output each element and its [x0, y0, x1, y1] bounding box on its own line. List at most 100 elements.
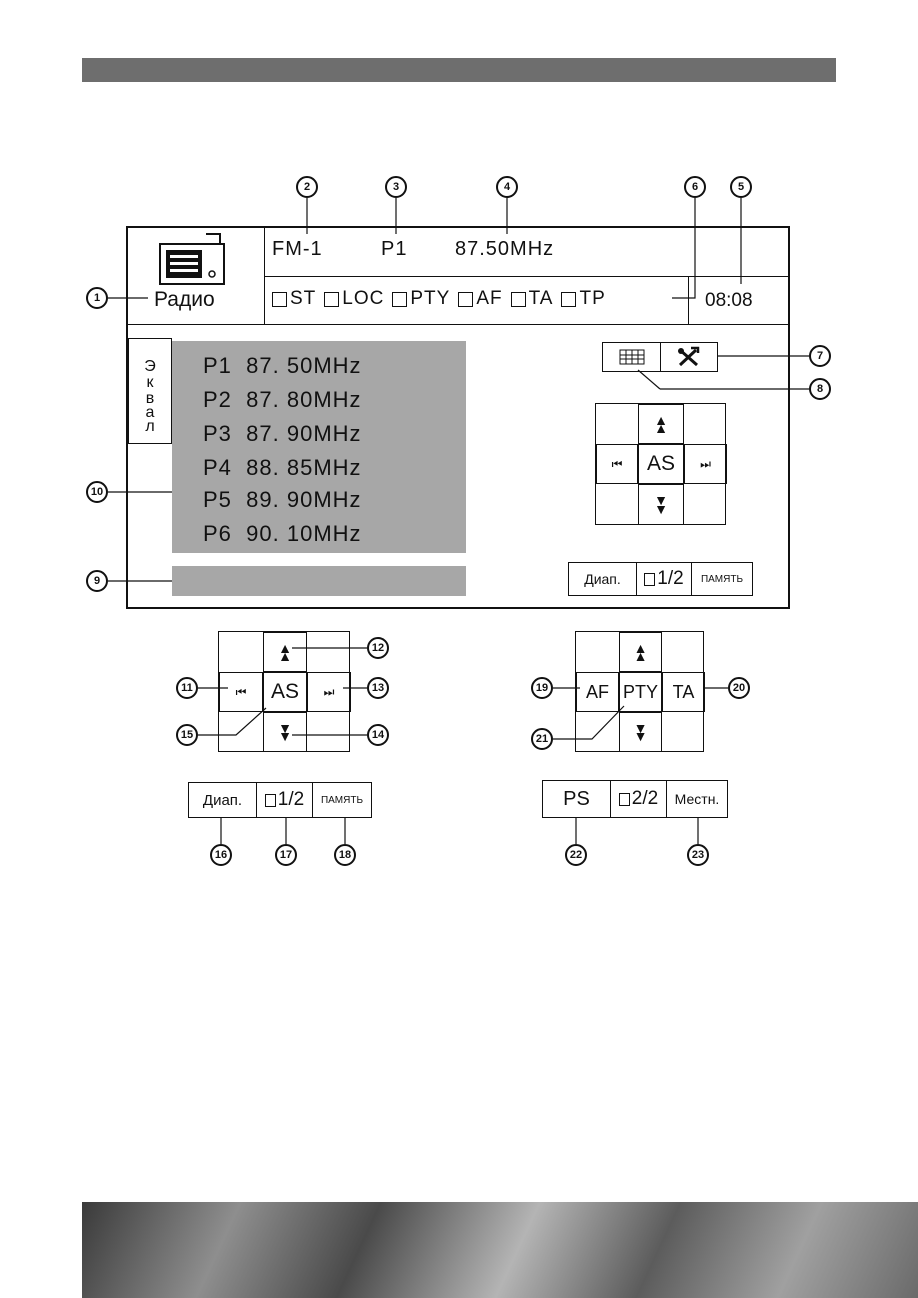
- top-header-bar: [82, 58, 836, 82]
- next-button[interactable]: ⏭: [684, 444, 727, 484]
- detail-seek-up-button[interactable]: ▲▲: [263, 632, 307, 672]
- autostore-button[interactable]: AS: [638, 444, 684, 484]
- callout-6: 6: [684, 176, 706, 198]
- preset-item-p2[interactable]: P2 87. 80MHz: [203, 387, 362, 412]
- callout-22: 22: [565, 844, 587, 866]
- callout-19: 19: [531, 677, 553, 699]
- source-label: Радио: [154, 288, 215, 311]
- page-button[interactable]: 1/2: [637, 563, 692, 595]
- callout-20: 20: [728, 677, 750, 699]
- next-track-icon: ⏭: [700, 456, 711, 471]
- grid-icon: [619, 349, 644, 365]
- detail-page-button[interactable]: 1/2: [257, 783, 313, 817]
- preset-item-p5[interactable]: P5 89. 90MHz: [203, 487, 362, 512]
- seek-down-icon: ▼▼: [278, 719, 292, 744]
- header-vdivider: [264, 228, 265, 324]
- preset-item-p4[interactable]: P4 88. 85MHz: [203, 455, 362, 480]
- indicator-ta: TA: [510, 288, 554, 310]
- clock: 08:08: [705, 290, 753, 311]
- rds-page-button[interactable]: 2/2: [611, 781, 667, 817]
- preset-list: P1 87. 50MHz P2 87. 80MHz P3 87. 90MHz P…: [172, 341, 466, 553]
- seek-down-button[interactable]: ▼▼: [638, 484, 684, 525]
- callout-21: 21: [531, 728, 553, 750]
- local-button[interactable]: Местн.: [674, 791, 720, 807]
- memory-button[interactable]: ПАМЯТЬ: [700, 573, 744, 585]
- indicator-loc: LOC: [324, 288, 384, 310]
- seek-up-icon: ▲▲: [633, 639, 648, 664]
- callout-23: 23: [687, 844, 709, 866]
- preset-item-p6[interactable]: P6 90. 10MHz: [203, 521, 362, 546]
- band-label: FM-1: [272, 238, 323, 260]
- detail-band-button[interactable]: Диап.: [189, 783, 257, 817]
- callout-11: 11: [176, 677, 198, 699]
- callout-5: 5: [730, 176, 752, 198]
- page-icon: [644, 572, 656, 586]
- checkbox-icon: [458, 291, 474, 307]
- pty-button[interactable]: PTY: [619, 672, 662, 712]
- checkbox-icon: [561, 291, 577, 307]
- callout-12: 12: [367, 637, 389, 659]
- equalizer-tab[interactable]: Э к в а л: [128, 338, 172, 444]
- header-mid-divider: [265, 276, 788, 277]
- seek-up-icon: ▲▲: [278, 639, 292, 664]
- indicator-af: AF: [458, 288, 502, 310]
- callout-16: 16: [210, 844, 232, 866]
- preset-item-p1[interactable]: P1 87. 50MHz: [203, 353, 362, 378]
- detail-function-buttons: Диап. 1/2 ПАМЯТЬ: [188, 782, 372, 818]
- ps-button[interactable]: PS: [543, 781, 611, 817]
- eq-letter: к: [146, 374, 154, 391]
- indicator-row: ST LOC PTY AF TA TP: [272, 288, 606, 310]
- prev-button[interactable]: ⏮: [596, 444, 638, 484]
- detail-autostore-button[interactable]: AS: [263, 672, 307, 712]
- indicator-pty: PTY: [392, 288, 450, 310]
- callout-8: 8: [809, 378, 831, 400]
- checkbox-icon: [510, 291, 526, 307]
- radio-icon[interactable]: [158, 232, 226, 286]
- function-buttons: Диап. 1/2 ПАМЯТЬ: [568, 562, 753, 596]
- callout-4: 4: [496, 176, 518, 198]
- detail-tuning-grid: ▲▲ ⏮ AS ⏭ ▼▼: [218, 631, 351, 752]
- callout-14: 14: [367, 724, 389, 746]
- preset-item-p3[interactable]: P3 87. 90MHz: [203, 421, 362, 446]
- seek-down-icon: ▼▼: [633, 719, 648, 744]
- detail-next-button[interactable]: ⏭: [307, 672, 351, 712]
- seek-down-icon: ▼▼: [654, 492, 668, 517]
- callout-2: 2: [296, 176, 318, 198]
- grid-view-button[interactable]: [603, 343, 661, 371]
- eq-letter: Э: [144, 358, 156, 375]
- callout-10: 10: [86, 481, 108, 503]
- callout-18: 18: [334, 844, 356, 866]
- rds-seek-up-button[interactable]: ▲▲: [619, 632, 662, 672]
- detail-memory-button[interactable]: ПАМЯТЬ: [320, 794, 364, 806]
- callout-17: 17: [275, 844, 297, 866]
- frequency-label: 87.50MHz: [455, 238, 555, 260]
- af-button[interactable]: AF: [576, 672, 619, 712]
- indicator-st: ST: [272, 288, 316, 310]
- view-buttons: [602, 342, 718, 372]
- settings-button[interactable]: [661, 343, 717, 371]
- clock-divider: [688, 276, 689, 324]
- ta-button[interactable]: TA: [662, 672, 705, 712]
- tools-icon: [678, 346, 700, 367]
- eq-letter: в: [145, 390, 155, 407]
- detail-seek-down-button[interactable]: ▼▼: [263, 712, 307, 752]
- callout-7: 7: [809, 345, 831, 367]
- tuning-grid: ▲▲ ⏮ AS ⏭ ▼▼: [595, 403, 727, 525]
- seek-up-icon: ▲▲: [654, 411, 668, 436]
- band-button[interactable]: Диап.: [569, 563, 637, 595]
- eq-letter: л: [145, 418, 155, 435]
- callout-3: 3: [385, 176, 407, 198]
- callout-9: 9: [86, 570, 108, 592]
- callout-13: 13: [367, 677, 389, 699]
- rds-grid: ▲▲ AF PTY TA ▼▼: [575, 631, 705, 752]
- checkbox-icon: [324, 291, 340, 307]
- decorative-footer-image: [82, 1202, 918, 1298]
- page-icon: [618, 792, 630, 806]
- rds-seek-down-button[interactable]: ▼▼: [619, 712, 662, 752]
- radio-screen: [126, 226, 790, 609]
- eq-letter: а: [145, 404, 155, 421]
- detail-prev-button[interactable]: ⏮: [219, 672, 263, 712]
- checkbox-icon: [272, 291, 287, 307]
- seek-up-button[interactable]: ▲▲: [638, 404, 684, 444]
